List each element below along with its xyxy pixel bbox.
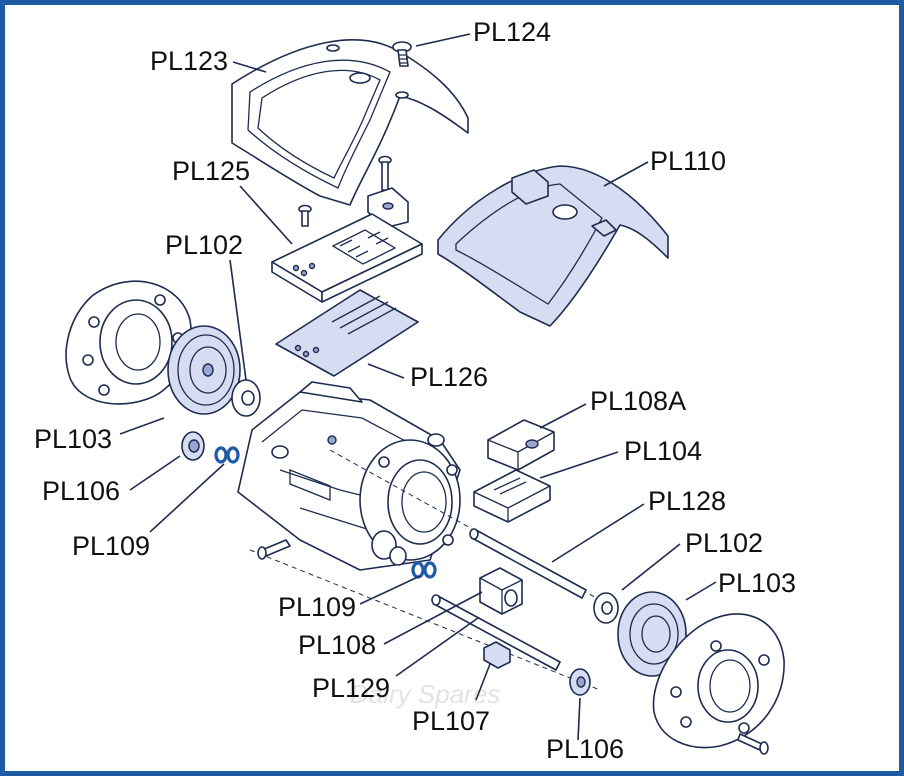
part-labels: PL123 PL124 PL110 PL125 PL102 PL126 PL10… (34, 17, 796, 764)
part-right-cover-screw (737, 733, 769, 755)
label-pl126: PL126 (410, 362, 488, 392)
part-pl126-gasket (275, 289, 419, 377)
part-body-screw (257, 539, 291, 560)
part-pl102-washer-left (231, 379, 261, 417)
shaft-centerline (329, 449, 601, 601)
label-pl103-left: PL103 (34, 424, 112, 454)
label-pl103-right: PL103 (718, 568, 796, 598)
label-pl106-bottom: PL106 (546, 734, 624, 764)
label-pl106-left: PL106 (42, 476, 120, 506)
part-pl108-block (479, 567, 523, 615)
label-pl124: PL124 (473, 17, 551, 47)
label-pl109-left: PL109 (72, 531, 150, 561)
part-pl104-slide (473, 469, 551, 523)
part-end-cover-right (652, 613, 785, 749)
part-main-body (237, 381, 461, 571)
label-pl110: PL110 (650, 146, 726, 176)
part-pl109-orings-bottom (411, 561, 437, 579)
part-pl103-diaphragm-right (617, 591, 687, 677)
watermark: Dairy Spares (350, 679, 500, 709)
label-pl102-top: PL102 (165, 230, 243, 260)
label-pl123: PL123 (150, 46, 228, 76)
label-pl108a: PL108A (590, 386, 686, 416)
part-pl128-shaft (469, 528, 587, 599)
part-pl110-cover (437, 165, 669, 327)
part-pl106-bearing-left (181, 431, 205, 461)
label-pl102-right: PL102 (685, 528, 763, 558)
part-pl102-washer-right (593, 592, 619, 624)
part-pl103-diaphragm-left (167, 325, 241, 415)
label-pl104: PL104 (624, 436, 702, 466)
part-pl107-block (483, 641, 511, 669)
part-end-cover-left (65, 280, 192, 405)
part-pl123-top-cover (231, 39, 469, 206)
label-pl109-bottom: PL109 (278, 592, 356, 622)
part-pl108a-block (487, 419, 555, 471)
label-pl128: PL128 (648, 486, 726, 516)
part-pl125-top-plate (271, 213, 423, 303)
label-pl108: PL108 (298, 630, 376, 660)
part-pl109-orings-left (214, 446, 240, 464)
leader-lines (119, 33, 717, 741)
part-pl129-shaft (431, 594, 561, 671)
label-pl125: PL125 (172, 156, 250, 186)
exploded-parts-diagram: Dairy Spares (34, 17, 796, 764)
part-pl106-bearing-bottom (569, 668, 591, 696)
label-pl107: PL107 (412, 706, 490, 736)
part-pl124-screw (392, 41, 412, 67)
label-pl129: PL129 (312, 673, 390, 703)
